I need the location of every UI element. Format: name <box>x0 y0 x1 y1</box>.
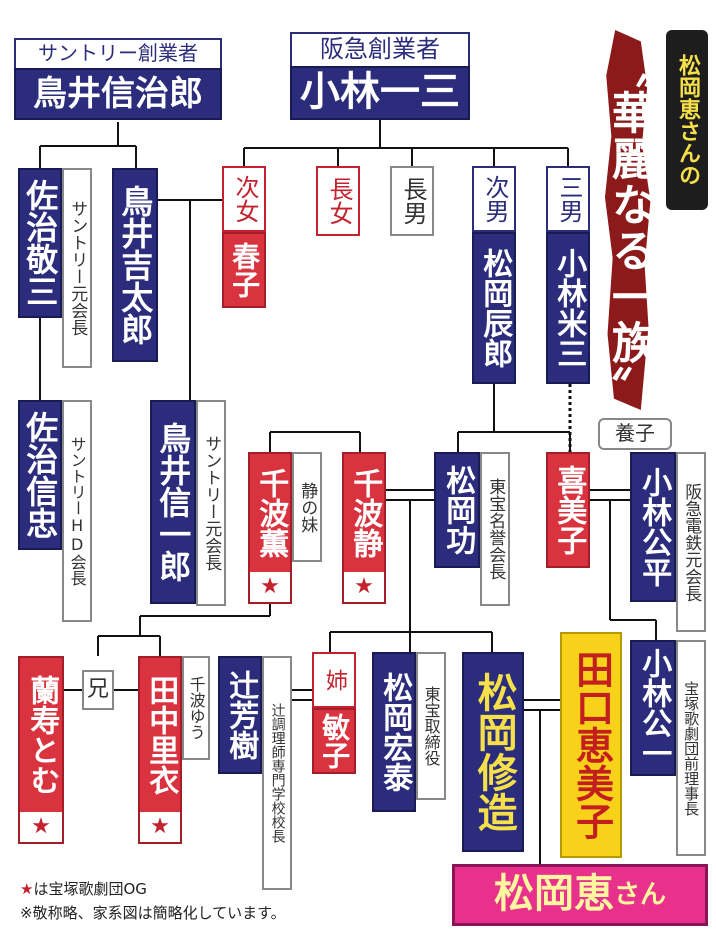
chinami-kaoru-name: 千波薫 <box>250 454 290 572</box>
torii-shinichiro-name: 鳥井信一郎 <box>150 400 196 604</box>
yoshiko-name: 喜美子 <box>546 452 590 568</box>
matsuoka-hiroyasu-name: 松岡宏泰 <box>372 652 416 812</box>
matsuoka-isao-role: 東宝名誉会長 <box>480 452 510 606</box>
saji-keizo-name: 佐治敬三 <box>18 168 62 318</box>
matsuoka-tatsuro-name: 松岡辰郎 <box>472 232 516 384</box>
yoshi-label: 養子 <box>598 418 672 450</box>
kobayashi-kohei-role: 阪急電鉄元会長 <box>676 452 706 632</box>
matsuoka-megumi-name: 松岡恵 <box>494 873 614 916</box>
takarazuka-star-icon: ★ <box>20 812 62 842</box>
tanaka-rie-name: 田中里衣 <box>140 658 180 812</box>
toshiko-label: 姉 <box>312 652 356 708</box>
star-legend-text: は宝塚歌劇団OG <box>33 880 146 898</box>
shizu-imouto-label: 静の妹 <box>292 452 322 562</box>
kobayashi-koichi-role: 宝塚歌劇団前理事長 <box>676 640 706 856</box>
star-legend: ★は宝塚歌劇団OG <box>20 878 147 899</box>
kobayashi-koichi-name: 小林公一 <box>630 640 676 776</box>
star-legend-icon: ★ <box>20 880 33 898</box>
torii-kichitaro-name: 鳥井吉太郎 <box>112 168 158 362</box>
matsuoka-isao-name: 松岡功 <box>434 452 480 568</box>
matsuoka-hiroyasu-role: 東宝取締役 <box>416 652 446 800</box>
saji-nobutada-name: 佐治信忠 <box>18 400 62 550</box>
kobayashi-ichizo-role: 阪急創業者 <box>290 32 470 66</box>
saji-nobutada-role: サントリーHD会長 <box>62 400 92 622</box>
chojo-label: 長女 <box>316 166 360 236</box>
tatsuro-label: 次男 <box>472 166 516 232</box>
tsuji-yoshiki-role: 辻調理師専門学校校長 <box>262 656 292 890</box>
chinami-shizu-box: 千波静 ★ <box>342 452 386 604</box>
saji-keizo-role: サントリー元会長 <box>62 168 92 368</box>
torii-shinichiro-role: サントリー元会長 <box>196 400 226 606</box>
ranju-tomu-box: 蘭寿とむ ★ <box>18 656 64 844</box>
banner-subtitle: 松岡恵さんの <box>666 30 708 210</box>
matsuoka-megumi-suffix: さん <box>614 881 666 909</box>
tanaka-rie-alias: 千波ゆう <box>182 656 210 760</box>
toshiko-name: 敏子 <box>312 708 356 774</box>
simplified-note: ※敬称略、家系図は簡略化しています。 <box>20 902 286 923</box>
tanaka-rie-box: 田中里衣 ★ <box>138 656 182 844</box>
yonezo-label: 三男 <box>546 166 590 232</box>
torii-shinjiro-name: 鳥井信治郎 <box>14 68 222 120</box>
matsuoka-megumi-box: 松岡恵さん <box>452 864 708 926</box>
takarazuka-star-icon: ★ <box>140 812 180 842</box>
ranju-tomu-name: 蘭寿とむ <box>20 658 62 812</box>
kobayashi-kohei-name: 小林公平 <box>630 452 676 602</box>
ani-label: 兄 <box>82 670 114 710</box>
takarazuka-star-icon: ★ <box>250 572 290 602</box>
torii-shinjiro-role: サントリー創業者 <box>14 38 222 68</box>
haruko-label: 次女 <box>222 166 266 232</box>
banner-title: 〝華麗なる一族〟 <box>606 44 652 394</box>
kobayashi-ichizo-name: 小林一三 <box>290 66 470 120</box>
chinami-kaoru-box: 千波薫 ★ <box>248 452 292 604</box>
matsuoka-shuzo-name: 松岡修造 <box>462 652 524 852</box>
takarazuka-star-icon: ★ <box>344 572 384 602</box>
kobayashi-yonezo-name: 小林米三 <box>546 232 590 384</box>
haruko-name: 春子 <box>222 232 266 308</box>
chinami-shizu-name: 千波静 <box>344 454 384 572</box>
chonan-label: 長男 <box>390 166 434 236</box>
taguchi-emiko-name: 田口恵美子 <box>560 632 622 858</box>
tsuji-yoshiki-name: 辻芳樹 <box>218 656 262 774</box>
